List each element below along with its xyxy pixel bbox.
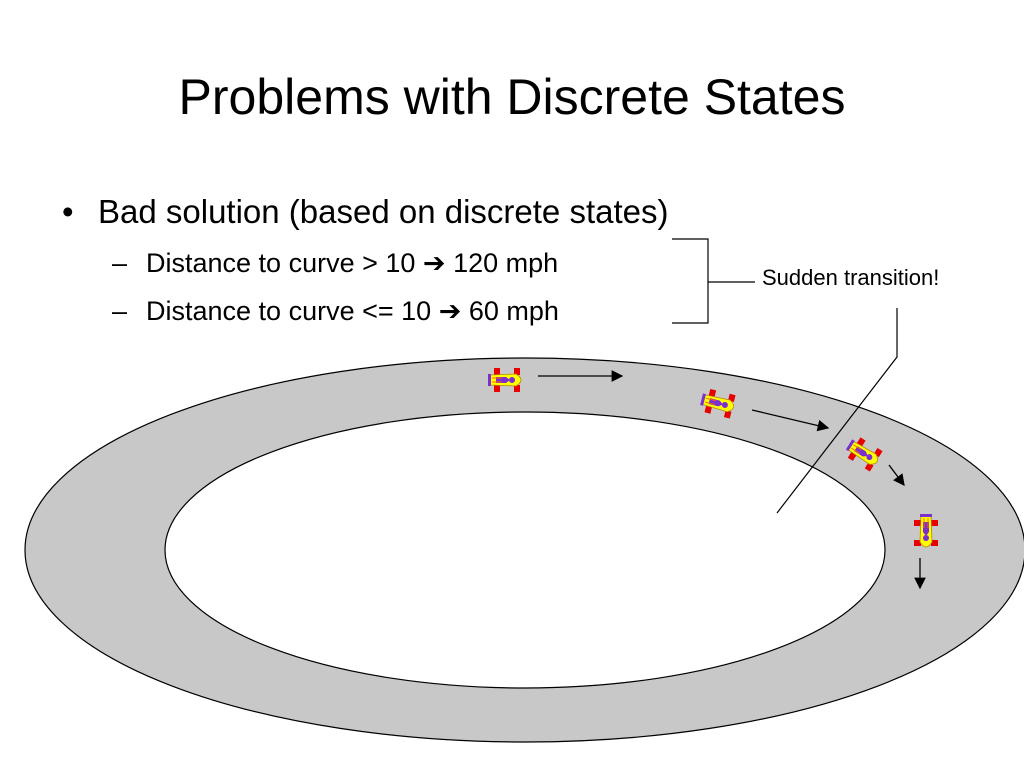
rule-near-curve: –Distance to curve <= 10 ➔ 60 mph — [112, 293, 559, 329]
slide-title: Problems with Discrete States — [178, 69, 846, 125]
bullet-marker: • — [62, 193, 74, 230]
main-bullet: • Bad solution (based on discrete states) — [62, 190, 669, 234]
motion-arrow-icon — [888, 464, 905, 487]
right-arrow-icon: ➔ — [438, 296, 462, 326]
race-track — [24, 357, 1024, 743]
callout-pointer-line — [776, 308, 898, 514]
main-bullet-text: Bad solution (based on discrete states) — [98, 193, 669, 230]
rule-speed: 120 mph — [453, 248, 559, 278]
sub-bullet-marker: – — [112, 248, 128, 278]
rule-condition: Distance to curve > 10 — [146, 248, 416, 278]
motion-arrow-icon — [751, 409, 830, 432]
right-arrow-icon: ➔ — [422, 248, 446, 278]
rule-condition: Distance to curve <= 10 — [146, 296, 432, 326]
rule-far-from-curve: –Distance to curve > 10 ➔ 120 mph — [112, 245, 558, 281]
callout-label: Sudden transition! — [762, 265, 940, 290]
rule-speed: 60 mph — [468, 296, 559, 326]
bracket-icon — [672, 238, 709, 324]
sub-bullet-marker: – — [112, 296, 128, 326]
